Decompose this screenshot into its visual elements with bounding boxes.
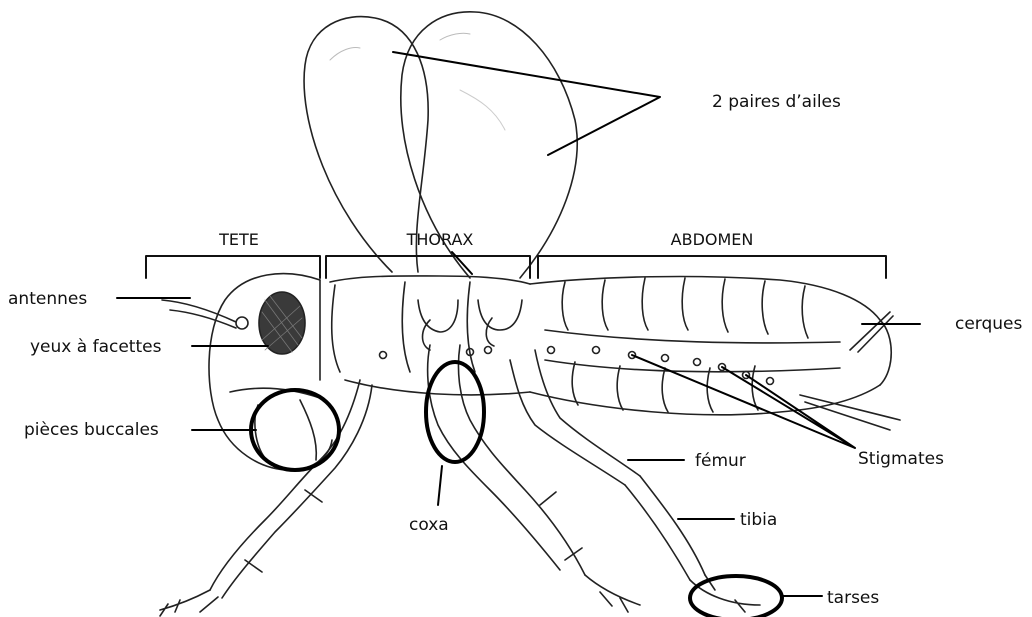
thorax-drawing	[320, 276, 530, 395]
mouthparts-ellipse	[251, 390, 339, 470]
label-tarsi: tarses	[827, 588, 879, 608]
label-compound-eyes: yeux à facettes	[30, 337, 161, 357]
segment-title-thorax: THORAX	[407, 230, 474, 250]
label-coxa: coxa	[409, 515, 449, 535]
segment-title-abdomen: ABDOMEN	[671, 230, 754, 250]
highlight-ellipses	[251, 362, 782, 617]
coxa-ellipse	[426, 362, 484, 462]
label-antennae: antennes	[8, 289, 87, 309]
label-femur: fémur	[695, 451, 746, 471]
abdomen-drawing	[530, 277, 900, 430]
label-cerci: cerques	[955, 314, 1022, 334]
label-tibia: tibia	[740, 510, 777, 530]
thorax-bracket	[326, 256, 530, 278]
label-mouthparts: pièces buccales	[24, 420, 159, 440]
coxa-leader	[438, 466, 442, 505]
tarsi-ellipse	[690, 576, 782, 617]
abdomen-bracket	[538, 256, 886, 278]
wings-leader	[393, 52, 660, 155]
segment-title-head: TETE	[219, 230, 259, 250]
head-drawing	[162, 274, 332, 470]
leader-lines	[117, 52, 920, 596]
segment-brackets	[146, 256, 886, 278]
label-wings: 2 paires d’ailes	[712, 92, 841, 112]
label-spiracles: Stigmates	[858, 449, 944, 469]
legs-drawing	[160, 345, 760, 616]
